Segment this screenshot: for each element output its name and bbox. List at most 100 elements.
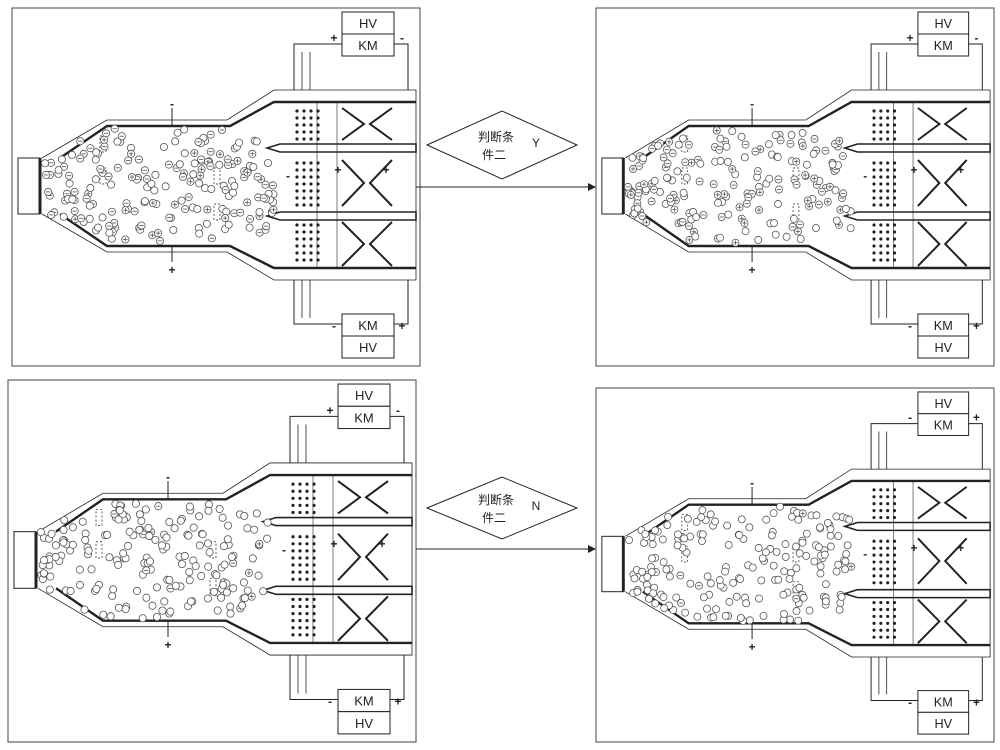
neutral-particle — [107, 180, 116, 189]
grid-dot — [291, 577, 295, 581]
neutral-particle — [180, 551, 189, 560]
upper-wall — [642, 479, 991, 538]
condition-text-line1: 判断条 — [478, 129, 514, 144]
deflector-left — [337, 480, 362, 515]
grid-dot — [886, 182, 890, 186]
neutral-particle — [144, 523, 153, 533]
terminal-sign: + — [973, 319, 980, 333]
neutral-particle — [189, 523, 198, 532]
grid-dot — [886, 137, 890, 141]
neutral-particle — [219, 542, 228, 551]
wire-top-return — [394, 43, 409, 90]
upper-electrode-sign: - — [166, 470, 170, 484]
grid-dot — [302, 182, 306, 186]
neutral-particle — [207, 184, 216, 193]
grid-dot — [872, 258, 876, 262]
channel-sign: + — [382, 163, 389, 177]
grid-dot — [309, 230, 313, 234]
neutral-particle — [672, 593, 681, 602]
neutral-particle — [175, 160, 184, 169]
neutral-particle — [826, 542, 835, 551]
grid-dot — [879, 614, 883, 619]
neutral-particle — [198, 530, 207, 539]
grid-dot — [295, 161, 299, 165]
channel-sign: + — [334, 163, 341, 177]
neutral-particle — [662, 565, 671, 574]
grid-dot — [886, 502, 890, 506]
neutral-particle — [75, 580, 84, 590]
neutral-particle — [105, 228, 114, 237]
grid-dot — [305, 597, 309, 602]
grid-dot — [886, 161, 890, 165]
grid-dot — [872, 581, 876, 585]
neutral-particle — [131, 499, 140, 508]
terminal-sign: + — [330, 31, 337, 45]
neutral-particle — [663, 521, 672, 530]
neutral-particle — [771, 131, 780, 140]
grid-dot — [309, 130, 313, 134]
neutral-particle — [792, 564, 801, 573]
neutral-particle — [762, 548, 770, 557]
neutral-particle — [210, 587, 219, 596]
grid-dot — [879, 581, 883, 585]
neutral-particle — [180, 149, 189, 158]
deflector-right — [943, 221, 968, 267]
neutral-particle — [226, 602, 235, 611]
grid-dot — [886, 251, 890, 255]
grid-dot — [872, 168, 876, 172]
neutral-particle — [240, 511, 249, 520]
neutral-particle — [147, 179, 156, 188]
neutral-particle — [170, 524, 179, 533]
neutral-particle — [745, 616, 754, 625]
terminal-sign: + — [394, 695, 401, 709]
neutral-particle — [659, 593, 668, 602]
neutral-particle — [759, 611, 768, 620]
grid-dot — [291, 503, 295, 508]
neutral-particle — [66, 586, 75, 595]
neutral-particle — [197, 571, 206, 581]
deflector-right — [943, 107, 968, 141]
neutral-particle — [769, 561, 778, 570]
deflector-right — [364, 595, 389, 642]
grid-dot — [295, 244, 299, 248]
neutral-particle — [138, 614, 147, 623]
neutral-particle — [748, 563, 757, 572]
grid-dot — [886, 560, 890, 564]
neutral-particle — [698, 530, 707, 539]
neutral-particle — [686, 579, 695, 588]
neutral-particle — [224, 220, 233, 229]
grid-dot — [305, 503, 309, 508]
neutral-particle — [843, 541, 852, 550]
neutral-particle — [259, 587, 268, 596]
grid-dot — [879, 244, 883, 248]
grid-dot — [305, 489, 309, 493]
neutral-particle — [40, 556, 49, 565]
grid-dot — [879, 109, 883, 113]
neutral-particle — [217, 593, 226, 602]
divider-plate — [264, 143, 417, 153]
grid-dot — [886, 244, 890, 248]
deflector-right — [364, 532, 389, 581]
grid-dot — [872, 130, 876, 134]
neutral-particle — [802, 160, 811, 169]
grid-dot — [879, 567, 883, 571]
grid-dot — [295, 251, 299, 255]
neutral-particle — [789, 214, 798, 223]
grid-dot — [291, 496, 295, 500]
grid-dot — [305, 482, 309, 486]
neutral-particle — [222, 588, 231, 597]
grid-dot — [886, 237, 890, 241]
neutral-particle — [683, 514, 692, 523]
neutral-particle — [171, 581, 180, 590]
neutral-particle — [191, 562, 200, 571]
neutral-particle — [263, 534, 272, 543]
grid-dot — [302, 189, 306, 193]
grid-dot — [872, 509, 876, 513]
grid-dot — [879, 621, 883, 625]
grid-dot — [872, 230, 876, 234]
grid-dot — [886, 116, 890, 120]
grid-dot — [879, 574, 883, 578]
grid-dot — [295, 189, 299, 193]
grid-dot — [309, 175, 313, 179]
